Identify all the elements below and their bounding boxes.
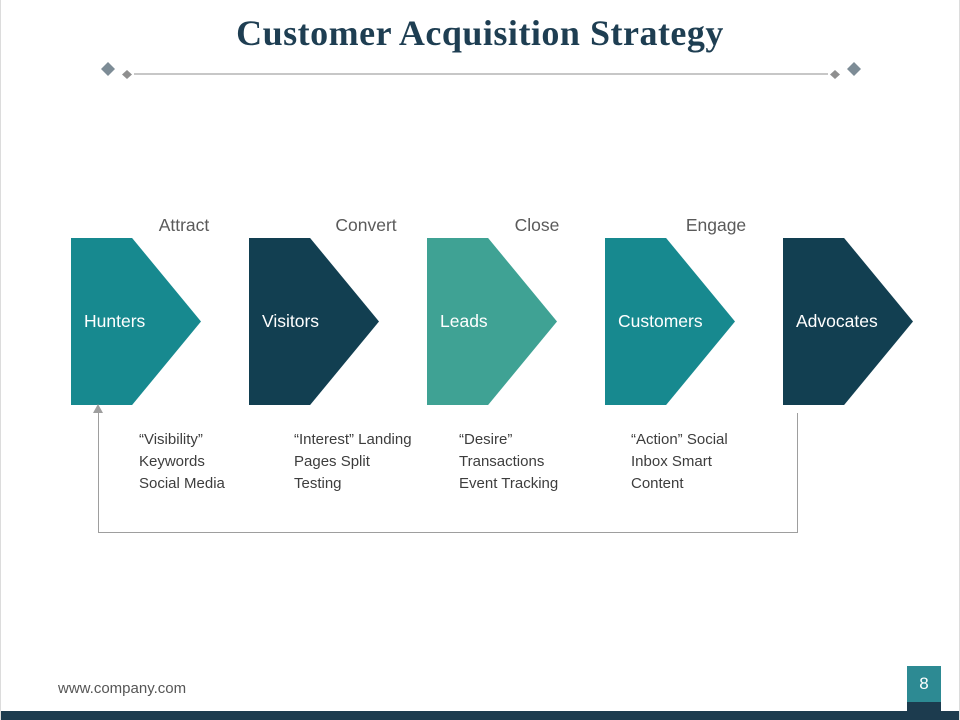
page-number-badge: 8 xyxy=(907,666,941,702)
arrow-label: Hunters xyxy=(84,311,146,331)
bottom-accent-bar xyxy=(1,711,959,720)
phase-label-engage: Engage xyxy=(685,215,747,235)
phase-label-close: Close xyxy=(514,215,560,235)
funnel-arrow-customers: Customers xyxy=(605,238,735,405)
funnel-arrow-leads: Leads xyxy=(427,238,557,405)
phase-label-attract: Attract xyxy=(158,215,210,235)
title-divider xyxy=(101,62,861,79)
stage-note-interest: “Interest” Landing Pages Split Testing xyxy=(294,431,412,492)
arrow-label: Advocates xyxy=(796,311,878,331)
page-number: 8 xyxy=(919,674,929,693)
funnel-arrow-hunters: Hunters xyxy=(71,238,201,405)
diamond-icon xyxy=(847,62,861,76)
funnel-arrow-visitors: Visitors xyxy=(249,238,379,405)
feedback-loop-line xyxy=(98,413,798,533)
diamond-icon xyxy=(101,62,115,76)
diamond-icon xyxy=(122,70,132,79)
funnel-arrow-advocates: Advocates xyxy=(783,238,913,405)
diamond-icon xyxy=(830,70,840,79)
stage-note-desire: “Desire” Transactions Event Tracking xyxy=(459,431,559,492)
arrow-label: Visitors xyxy=(262,311,320,331)
phase-label-convert: Convert xyxy=(335,215,397,235)
arrow-label: Leads xyxy=(440,311,488,331)
slide-title: Customer Acquisition Strategy xyxy=(236,13,724,53)
stage-note-action: “Action” Social Inbox Smart Content xyxy=(631,431,728,492)
footer-website: www.company.com xyxy=(58,680,187,697)
feedback-arrowhead-icon xyxy=(93,404,103,413)
stage-note-visibility: “Visibility” Keywords Social Media xyxy=(139,431,225,492)
page-number-tab-base xyxy=(907,700,941,720)
arrow-label: Customers xyxy=(618,311,703,331)
